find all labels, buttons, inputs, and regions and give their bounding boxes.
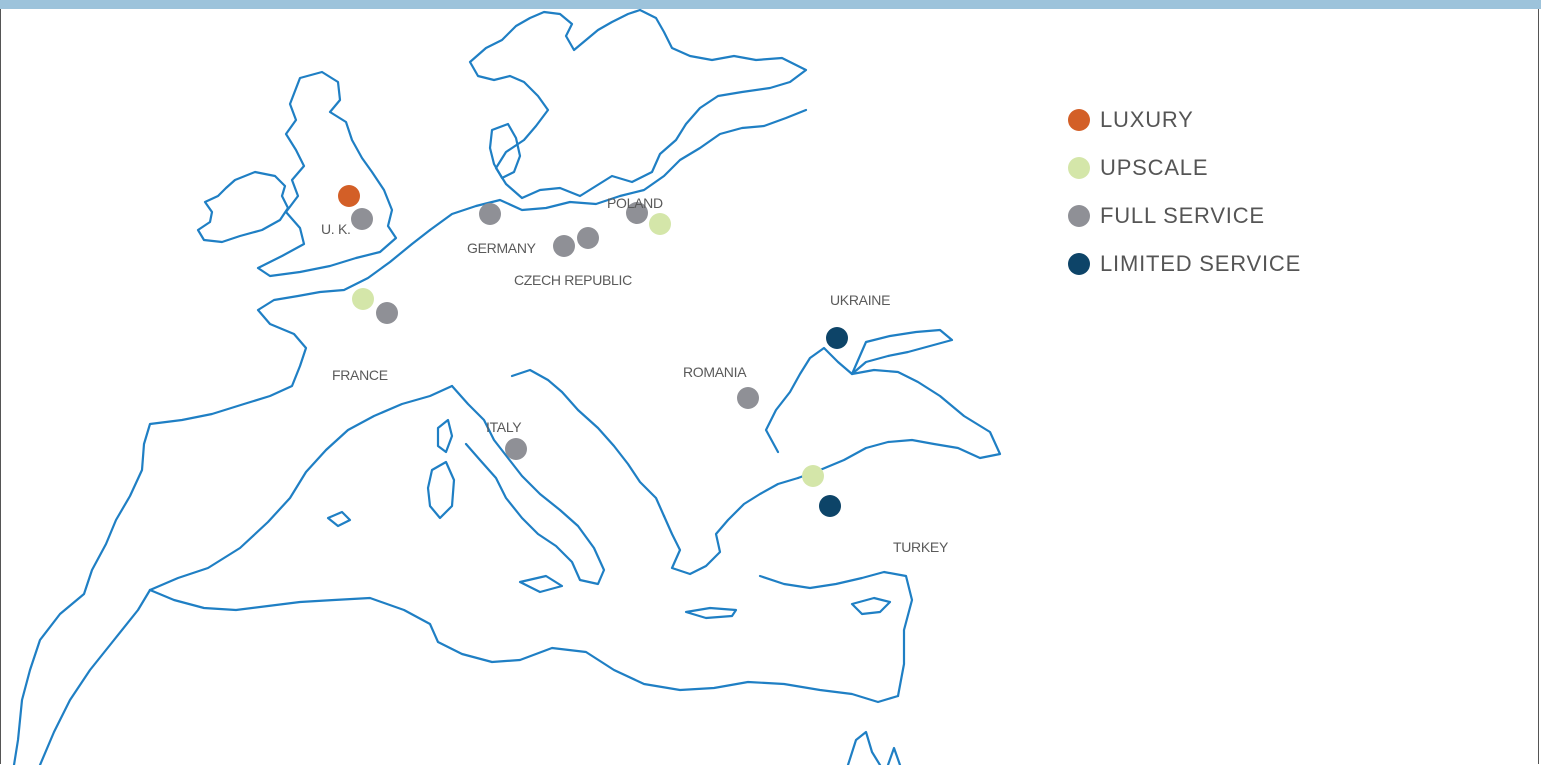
marker-full-service bbox=[553, 235, 575, 257]
coastlines bbox=[12, 8, 1002, 765]
marker-full-service bbox=[351, 208, 373, 230]
coast-sicily bbox=[518, 574, 564, 594]
country-label-italy: ITALY bbox=[486, 419, 522, 435]
coast-black-sea bbox=[764, 346, 1002, 480]
coast-scandinavia bbox=[468, 8, 808, 200]
coast-north-africa bbox=[148, 588, 900, 704]
marker-full-service bbox=[505, 438, 527, 460]
marker-upscale bbox=[352, 288, 374, 310]
marker-full-service bbox=[626, 202, 648, 224]
marker-limited-service bbox=[819, 495, 841, 517]
coast-ireland bbox=[196, 170, 290, 244]
marker-full-service bbox=[479, 203, 501, 225]
coast-cyprus bbox=[850, 596, 892, 616]
legend-label-limited-service: LIMITED SERVICE bbox=[1100, 251, 1302, 276]
legend-item-luxury: LUXURY bbox=[1068, 106, 1194, 134]
coast-balearic bbox=[326, 510, 352, 528]
coast-crete bbox=[684, 606, 738, 620]
country-label-czech-republic: CZECH REPUBLIC bbox=[514, 272, 632, 288]
marker-luxury bbox=[338, 185, 360, 207]
country-label-france: FRANCE bbox=[332, 367, 388, 383]
legend-label-full-service: FULL SERVICE bbox=[1100, 203, 1265, 228]
top-band bbox=[0, 0, 1541, 9]
marker-full-service bbox=[376, 302, 398, 324]
country-label-ukraine: UKRAINE bbox=[830, 292, 891, 308]
coast-africa-west bbox=[38, 588, 152, 765]
marker-full-service bbox=[577, 227, 599, 249]
coast-denmark bbox=[488, 122, 522, 180]
marker-upscale bbox=[649, 213, 671, 235]
country-label-romania: ROMANIA bbox=[683, 364, 747, 380]
marker-limited-service bbox=[826, 327, 848, 349]
country-label-poland: POLAND bbox=[607, 195, 663, 211]
coast-sardinia bbox=[426, 460, 456, 520]
legend-swatch-luxury bbox=[1068, 109, 1090, 131]
legend-item-upscale: UPSCALE bbox=[1068, 154, 1208, 182]
coast-italy bbox=[450, 384, 606, 586]
legend-label-luxury: LUXURY bbox=[1100, 107, 1194, 132]
legend-swatch-upscale bbox=[1068, 157, 1090, 179]
legend-item-limited-service: LIMITED SERVICE bbox=[1068, 250, 1301, 278]
legend-label-upscale: UPSCALE bbox=[1100, 155, 1209, 180]
country-label-germany: GERMANY bbox=[467, 240, 536, 256]
coast-balkans bbox=[662, 476, 800, 576]
coast-iberia bbox=[148, 384, 454, 592]
coast-great-britain bbox=[256, 70, 398, 278]
coast-crimea bbox=[850, 328, 954, 376]
coast-italy-adriatic bbox=[510, 368, 666, 518]
country-label-turkey: TURKEY bbox=[893, 539, 948, 555]
hotel-markers bbox=[338, 185, 848, 517]
legend-swatch-full-service bbox=[1068, 205, 1090, 227]
coast-turkey bbox=[758, 570, 914, 698]
coast-corsica bbox=[436, 418, 454, 454]
country-label-uk: U. K. bbox=[321, 221, 351, 237]
marker-full-service bbox=[737, 387, 759, 409]
legend-swatch-limited-service bbox=[1068, 253, 1090, 275]
marker-upscale bbox=[802, 465, 824, 487]
legend-item-full-service: FULL SERVICE bbox=[1068, 202, 1265, 230]
coast-baltic bbox=[428, 108, 808, 232]
coast-mainland-west bbox=[12, 228, 432, 765]
coast-red-sea bbox=[846, 730, 902, 765]
